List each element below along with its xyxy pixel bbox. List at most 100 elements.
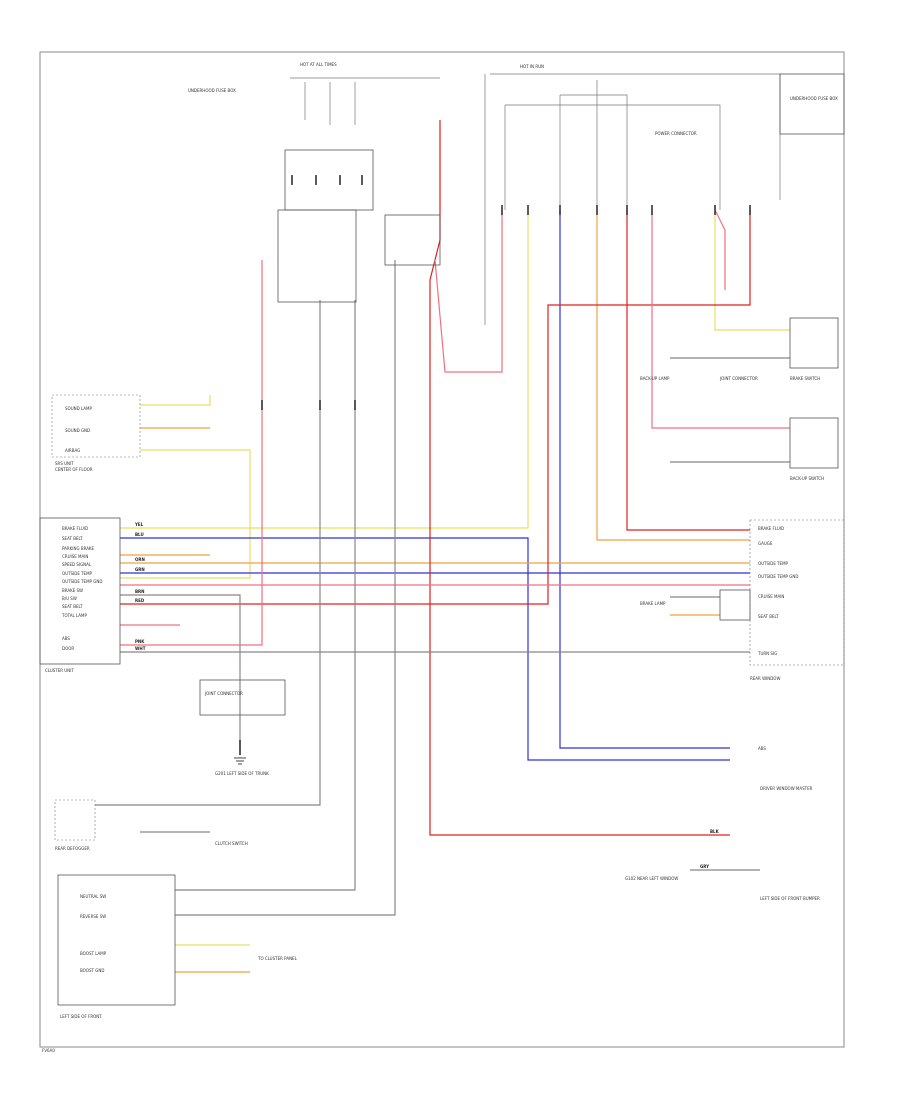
svg-text:SEAT BELT: SEAT BELT <box>62 604 83 609</box>
wire-yellow-2 <box>120 449 251 579</box>
wire-pink <box>120 260 263 646</box>
top-hot-run-label: HOT IN RUN <box>520 64 544 69</box>
joint-connector-label: JOINT CONNECTOR <box>204 691 243 696</box>
switch-block-2 <box>384 214 441 266</box>
fuse-left-label: UNDERHOOD FUSE BOX <box>188 88 236 93</box>
wire-pink-5 <box>714 209 726 290</box>
rear-window-label: REAR WINDOW <box>750 676 780 681</box>
wire-red-3 <box>626 210 750 531</box>
srs-pin-2: SOUND GND <box>65 428 90 433</box>
brake-switch-box <box>789 317 839 369</box>
rear-defogger-box <box>54 799 96 841</box>
svg-text:TOTAL LAMP: TOTAL LAMP <box>61 613 87 618</box>
svg-text:ORN: ORN <box>135 557 145 562</box>
wire-yellow <box>120 210 529 529</box>
clutch-switch-label: CLUTCH SWITCH <box>215 841 248 846</box>
svg-text:CRUISE MAIN: CRUISE MAIN <box>62 554 88 559</box>
srs-pin-3: AIRBAG <box>65 448 80 453</box>
svg-text:SEAT BELT: SEAT BELT <box>62 536 83 541</box>
wire-yellow-4 <box>140 395 211 406</box>
backup-switch-box <box>789 417 839 469</box>
wire-orange-3 <box>596 210 750 541</box>
driver-window-label: DRIVER WINDOW MASTER <box>760 786 813 791</box>
top-right-fuse <box>779 73 845 135</box>
svg-text:GAUGE: GAUGE <box>758 541 773 546</box>
cluster-unit-box <box>39 517 121 665</box>
svg-text:SEAT BELT: SEAT BELT <box>758 614 779 619</box>
svg-text:OUTSIDE TEMP GND: OUTSIDE TEMP GND <box>62 579 102 584</box>
svg-text:TURN SIG: TURN SIG <box>757 651 777 656</box>
svg-text:SPEED SIGNAL: SPEED SIGNAL <box>62 562 92 567</box>
svg-text:DOOR: DOOR <box>62 646 74 651</box>
harness-line-8 <box>560 94 628 210</box>
svg-text:BLK: BLK <box>710 829 720 834</box>
svg-text:PARKING BRAKE: PARKING BRAKE <box>62 546 95 551</box>
cluster-pin-list: BRAKE FLUID SEAT BELT PARKING BRAKE CRUI… <box>61 526 102 651</box>
wire-gray-4 <box>175 300 356 891</box>
cluster-unit-label: CLUSTER UNIT <box>45 668 74 673</box>
wire-blue <box>120 537 730 761</box>
ground-symbol <box>234 757 246 765</box>
svg-text:BLU: BLU <box>135 532 144 537</box>
svg-text:GRN: GRN <box>135 567 145 572</box>
svg-text:BRAKE SW: BRAKE SW <box>62 588 83 593</box>
left-bottom-unit-box <box>57 874 176 1006</box>
svg-text:YEL: YEL <box>134 522 144 527</box>
svg-text:OUTSIDE TEMP GND: OUTSIDE TEMP GND <box>758 574 798 579</box>
right-lamp-2: BACK-UP LAMP <box>640 376 670 381</box>
bottom-right-label: LEFT SIDE OF FRONT BUMPER <box>760 896 820 901</box>
wire-code-labels: YEL BLU ORN RED GRN PNK BRN WHT BLK GRY <box>134 522 720 869</box>
rear-defogger-label: REAR DEFOGGER <box>55 846 90 851</box>
connector-pins <box>239 175 751 755</box>
svg-text:OUTSIDE TEMP: OUTSIDE TEMP <box>758 561 789 566</box>
svg-text:BRAKE FLUID: BRAKE FLUID <box>758 526 784 531</box>
relay-block <box>284 149 374 211</box>
svg-text:OUTSIDE TEMP: OUTSIDE TEMP <box>62 571 93 576</box>
wire-gray-2 <box>120 594 241 750</box>
fuse-right-label: UNDERHOOD FUSE BOX <box>790 96 838 101</box>
diagram-frame <box>39 51 845 1048</box>
harness-line-6 <box>505 104 721 210</box>
backup-switch-label: BACK-UP SWITCH <box>790 476 824 481</box>
joint-connector-right-label: JOINT CONNECTOR <box>719 376 758 381</box>
svg-text:PNK: PNK <box>135 639 145 644</box>
svg-text:WHT: WHT <box>135 646 146 651</box>
to-clusterpanel-label: TO CLUSTER PANEL <box>257 956 298 961</box>
svg-text:B/U SW: B/U SW <box>62 596 77 601</box>
ground-left-label: G201 LEFT SIDE OF TRUNK <box>215 771 269 776</box>
wire-red <box>429 120 730 836</box>
right-signal-list: BRAKE FLUID GAUGE OUTSIDE TEMP OUTSIDE T… <box>757 526 798 751</box>
wire-gray-5 <box>95 300 321 806</box>
wire-gray-3 <box>175 260 396 916</box>
brake-switch-label: BRAKE SWITCH <box>790 376 820 381</box>
switch-block <box>277 209 357 303</box>
left-bottom-unit-pins: NEUTRAL SW REVERSE SW BOOST LAMP BOOST G… <box>80 894 107 973</box>
right-lamp-1: BRAKE LAMP <box>640 601 666 606</box>
wire-pink-4 <box>651 210 790 429</box>
footer-code: FV6A0 <box>42 1048 55 1053</box>
srs-unit-label: SRS UNIT <box>55 461 74 466</box>
srs-pin-1: SOUND LAMP <box>65 406 92 411</box>
svg-text:RED: RED <box>135 598 145 603</box>
wire-yellow-3 <box>714 210 790 331</box>
svg-text:BRN: BRN <box>135 589 144 594</box>
svg-text:BOOST GND: BOOST GND <box>80 968 104 973</box>
svg-text:BOOST LAMP: BOOST LAMP <box>80 951 107 956</box>
wire-blue-3 <box>559 210 730 749</box>
clutch-box <box>719 589 751 621</box>
wire-pink-3 <box>434 210 503 373</box>
right-side-unit-label: LEFT SIDE OF FRONT <box>60 1014 102 1019</box>
joint-connector-box <box>199 679 286 716</box>
svg-text:CRUISE MAIN: CRUISE MAIN <box>758 594 784 599</box>
srs-location-label: CENTER OF FLOOR <box>55 467 93 472</box>
svg-text:REVERSE SW: REVERSE SW <box>80 914 106 919</box>
svg-text:NEUTRAL SW: NEUTRAL SW <box>80 894 106 899</box>
svg-text:ABS: ABS <box>758 746 766 751</box>
svg-text:BRAKE FLUID: BRAKE FLUID <box>62 526 88 531</box>
svg-text:ABS: ABS <box>62 636 70 641</box>
ground-right-label: G102 NEAR LEFT WINDOW <box>625 876 678 881</box>
right-connector-label: POWER CONNECTOR <box>655 131 697 136</box>
srs-unit-box <box>51 394 141 458</box>
top-hot-label: HOT AT ALL TIMES <box>300 62 337 67</box>
